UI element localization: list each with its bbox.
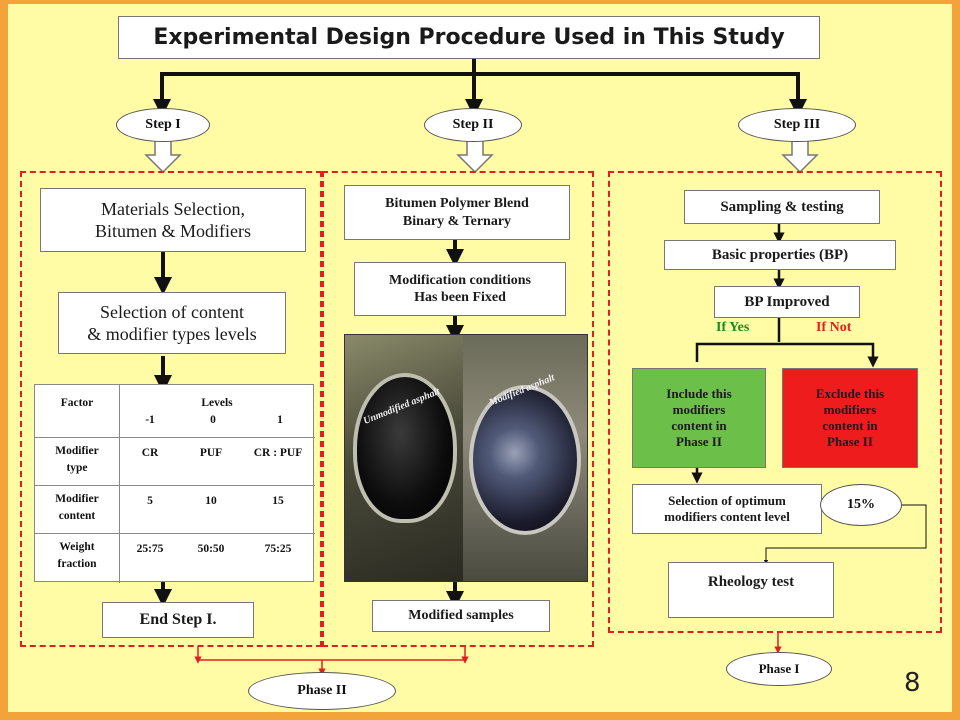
step-one-panel [20,171,322,647]
page-number: 8 [904,668,921,698]
row-factor: Modifier type [55,445,99,475]
row-value: 15 [272,495,284,507]
row-factor: Modifier content [55,493,99,523]
include-modifiers-box: Include this modifiers content in Phase … [632,368,766,468]
phase-one-ellipse: Phase I [726,652,832,686]
row-value: 25:75 [136,543,164,555]
row-value: CR [141,447,159,459]
row-value: 50:50 [197,543,225,555]
row-value: PUF [199,447,223,459]
materials-selection-box: Materials Selection, Bitumen & Modifiers [40,188,306,252]
row-value: 75:25 [264,543,292,555]
row-value: 5 [147,495,153,507]
percent-ellipse: 15% [820,484,902,526]
polymer-blend-box: Bitumen Polymer Blend Binary & Ternary [344,185,570,240]
if-not-label: If Not [816,320,852,335]
factor-table: Factor Levels -1 0 1 Modifier type CR PU… [34,384,315,583]
step-one-ellipse: Step I [116,108,210,142]
level-minus-one: -1 [145,414,155,426]
exclude-modifiers-box: Exclude this modifiers content in Phase … [782,368,918,468]
modification-conditions-box: Modification conditions Has been Fixed [354,262,566,316]
factor-header: Factor [60,397,94,409]
rheology-test-box: Rheology test [668,562,834,618]
sampling-testing-box: Sampling & testing [684,190,880,224]
unmodified-asphalt-image: Unmodified asphalt [345,335,463,581]
phase-two-ellipse: Phase II [248,672,396,710]
basic-properties-box: Basic properties (BP) [664,240,896,270]
step-two-panel [322,171,594,647]
content-selection-box: Selection of content & modifier types le… [58,292,286,354]
optimum-content-box: Selection of optimum modifiers content l… [632,484,822,534]
levels-header: Levels [201,397,233,409]
bp-improved-box: BP Improved [714,286,860,318]
asphalt-photo: Unmodified asphalt Modified asphalt [344,334,588,582]
level-one: 1 [277,414,283,426]
step-three-panel [608,171,942,633]
if-yes-label: If Yes [716,320,750,335]
end-step-one-box: End Step I. [102,602,254,638]
row-value: 10 [205,495,217,507]
row-factor: Weight fraction [57,541,97,571]
step-two-ellipse: Step II [424,108,522,142]
modified-samples-box: Modified samples [372,600,550,632]
page-title: Experimental Design Procedure Used in Th… [118,16,820,59]
level-zero: 0 [210,414,216,426]
modified-asphalt-image: Modified asphalt [463,335,587,581]
step-three-ellipse: Step III [738,108,856,142]
row-value: CR : PUF [253,447,303,459]
